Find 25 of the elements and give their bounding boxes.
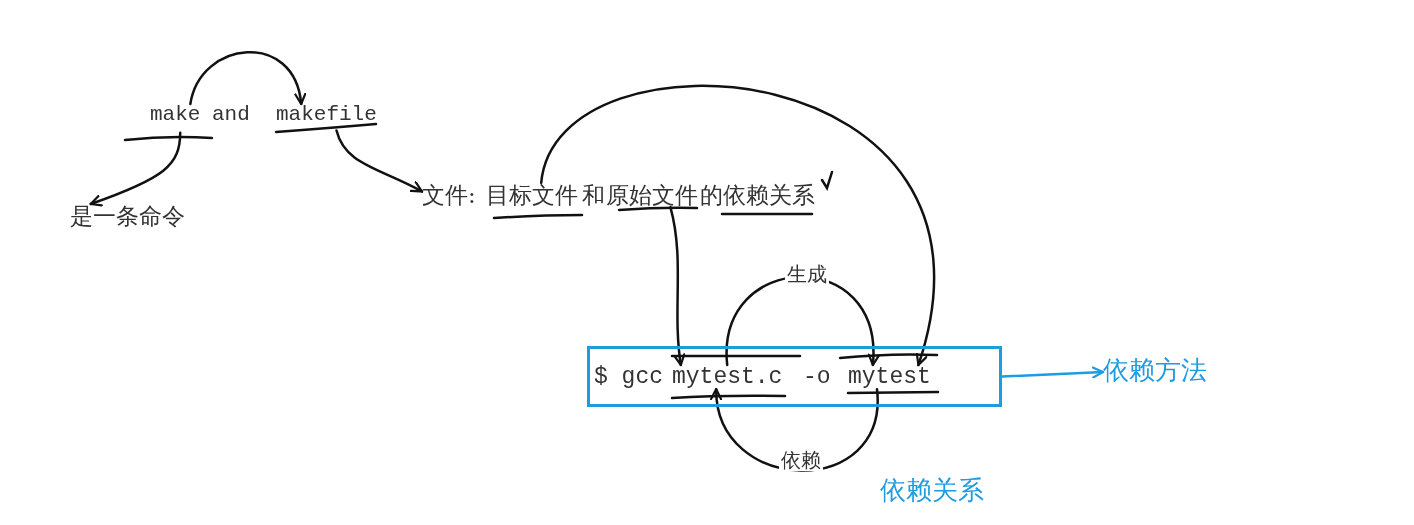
command-text: $ gcc [594, 365, 663, 390]
keyword: make [150, 104, 201, 127]
edge-label: 依赖 [779, 450, 823, 471]
file-name: mytest.c [672, 365, 783, 390]
text-label: 的依赖关系 [700, 183, 815, 208]
edge-label: 生成 [785, 264, 829, 285]
arrow [189, 51, 306, 106]
note-text: 依赖方法 [1103, 357, 1207, 385]
file-name: mytest [848, 365, 931, 390]
command-box [587, 346, 1002, 407]
arrow [669, 205, 686, 367]
command-text: -o [803, 365, 831, 390]
arrow [89, 131, 182, 207]
arrow [711, 387, 879, 472]
note-text: 原始文件 [606, 183, 698, 208]
keyword: makefile [276, 104, 377, 127]
text-label: and [212, 104, 250, 127]
text-label: 和 [582, 183, 605, 208]
note-text: 文件: [422, 183, 476, 208]
arrow [539, 85, 935, 367]
note-text: 是一条命令 [70, 204, 185, 229]
arrow [335, 129, 424, 193]
note-text: 目标文件 [486, 183, 578, 208]
arrow [1000, 366, 1105, 379]
text-label: 依赖关系 [880, 477, 984, 505]
